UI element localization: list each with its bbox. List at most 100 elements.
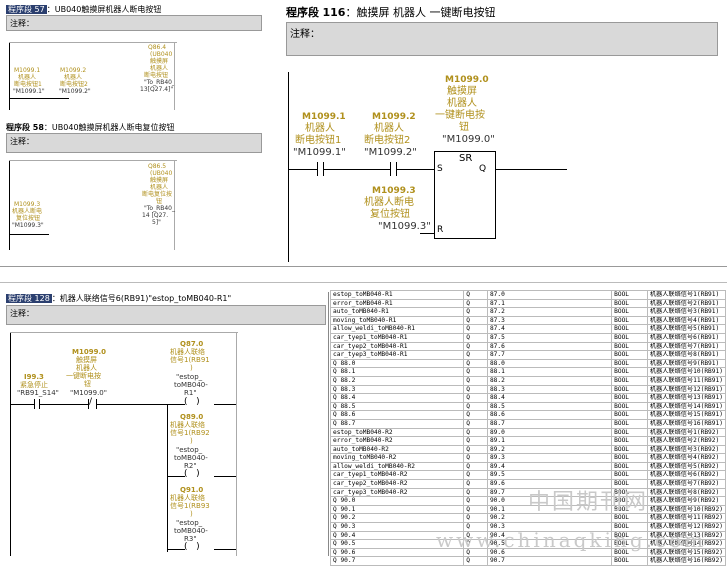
address-cell: 87.0 — [486, 290, 613, 300]
symbol-cell: Q 90.1 — [329, 504, 465, 515]
network-label[interactable]: 程序段 — [286, 6, 319, 19]
coil-symbol: R1" — [184, 389, 197, 397]
symbol-cell: Q 88.7 — [329, 418, 465, 429]
contact-address: M1099.2 — [60, 67, 87, 74]
coil-symbol: "estop_ — [176, 373, 203, 381]
contact-bar — [317, 162, 318, 176]
comment-box[interactable]: 注释： — [286, 22, 718, 56]
datatype-cell: BOOL — [611, 367, 648, 377]
coil-symbol: "M1099.0" — [442, 134, 495, 145]
comment-box[interactable]: 注释： — [6, 15, 262, 31]
comment-box[interactable]: 注释： — [6, 305, 326, 325]
coil-name: (UB040 — [150, 170, 173, 177]
address-cell: 88.4 — [486, 393, 613, 403]
coil-address: Q87.0 — [180, 340, 204, 348]
coil-name: ) — [190, 364, 193, 372]
branch-line — [167, 404, 168, 552]
network-header: 程序段 128：机器人联络信号6(RB91)"estop_toMB040-R1" — [6, 293, 231, 304]
sr-flipflop-block[interactable]: SR S Q R — [434, 151, 496, 239]
contact-bar — [323, 162, 324, 176]
rung-line — [495, 169, 567, 170]
address-type-cell: Q — [463, 444, 488, 455]
address-cell: 89.2 — [486, 444, 613, 455]
coil-name: 断电复位按 — [142, 191, 173, 198]
address-type-cell: Q — [463, 307, 488, 317]
address-cell: 87.6 — [486, 341, 613, 352]
rung-line — [214, 476, 236, 477]
datatype-cell: BOOL — [611, 315, 648, 326]
symbol-cell: Q 88.4 — [329, 393, 465, 403]
pane-divider — [0, 266, 727, 267]
datatype-cell: BOOL — [611, 332, 648, 343]
address-cell: 88.1 — [486, 367, 613, 377]
contact-symbol: "RB91_S14" — [17, 389, 59, 397]
address-type-cell: Q — [463, 367, 488, 377]
address-type-cell: Q — [463, 504, 488, 515]
network-pane-top-right: 程序段 116：触摸屏 机器人 一键断电按钮 注释： M1099.1 机器人 断… — [282, 0, 722, 262]
pane-divider — [0, 282, 727, 283]
contact-name: 断电按钮1 — [295, 135, 342, 146]
rung-line — [420, 233, 434, 234]
address-type-cell: Q — [463, 315, 488, 326]
address-cell: 89.3 — [486, 453, 613, 463]
comment-cell: 机器人联络信号6(RB92) — [646, 470, 727, 481]
address-cell: 87.5 — [486, 332, 613, 343]
contact-name: 机器人 — [374, 123, 404, 134]
comment-box[interactable]: 注释： — [6, 133, 262, 153]
contact-address: M1099.3 — [372, 186, 416, 196]
coil-name: 一键断电按 — [435, 110, 485, 121]
contact-symbol: "M1099.1" — [13, 88, 45, 95]
network-label[interactable]: 程序段 128 — [6, 294, 52, 303]
datatype-cell: BOOL — [611, 375, 648, 386]
address-cell: 88.6 — [486, 410, 613, 420]
address-cell: 89.1 — [486, 436, 613, 446]
contact-name: 钮 — [84, 380, 91, 388]
network-label[interactable]: 程序段 57 — [6, 5, 47, 14]
contact-address: M1099.0 — [72, 348, 106, 356]
address-cell: 88.0 — [486, 358, 613, 369]
coil-address: Q91.0 — [180, 486, 204, 494]
datatype-cell: BOOL — [611, 290, 648, 300]
comment-cell: 机器人联络信号10(RB91) — [646, 367, 727, 377]
rung-line — [214, 404, 236, 405]
coil-symbol: R2" — [184, 462, 197, 470]
address-cell: 88.3 — [486, 384, 613, 395]
network-label[interactable]: 程序段 58 — [6, 123, 44, 132]
coil-name: 信号1(RB91 — [170, 356, 210, 364]
coil-address: M1099.0 — [445, 75, 489, 85]
coil-symbol: "estop_ — [176, 446, 203, 454]
watermark-url: www.chinaqking.com — [436, 528, 707, 552]
power-rail — [9, 42, 10, 110]
contact-bar — [88, 399, 89, 409]
symbol-cell: Q 88.3 — [329, 384, 465, 395]
address-cell: 87.1 — [486, 298, 613, 309]
contact-address: M1099.3 — [14, 201, 41, 208]
network-title: ：机器人联络信号6(RB91)"estop_toMB040-R1" — [51, 294, 232, 303]
contact-nc-slash: / — [89, 397, 93, 407]
